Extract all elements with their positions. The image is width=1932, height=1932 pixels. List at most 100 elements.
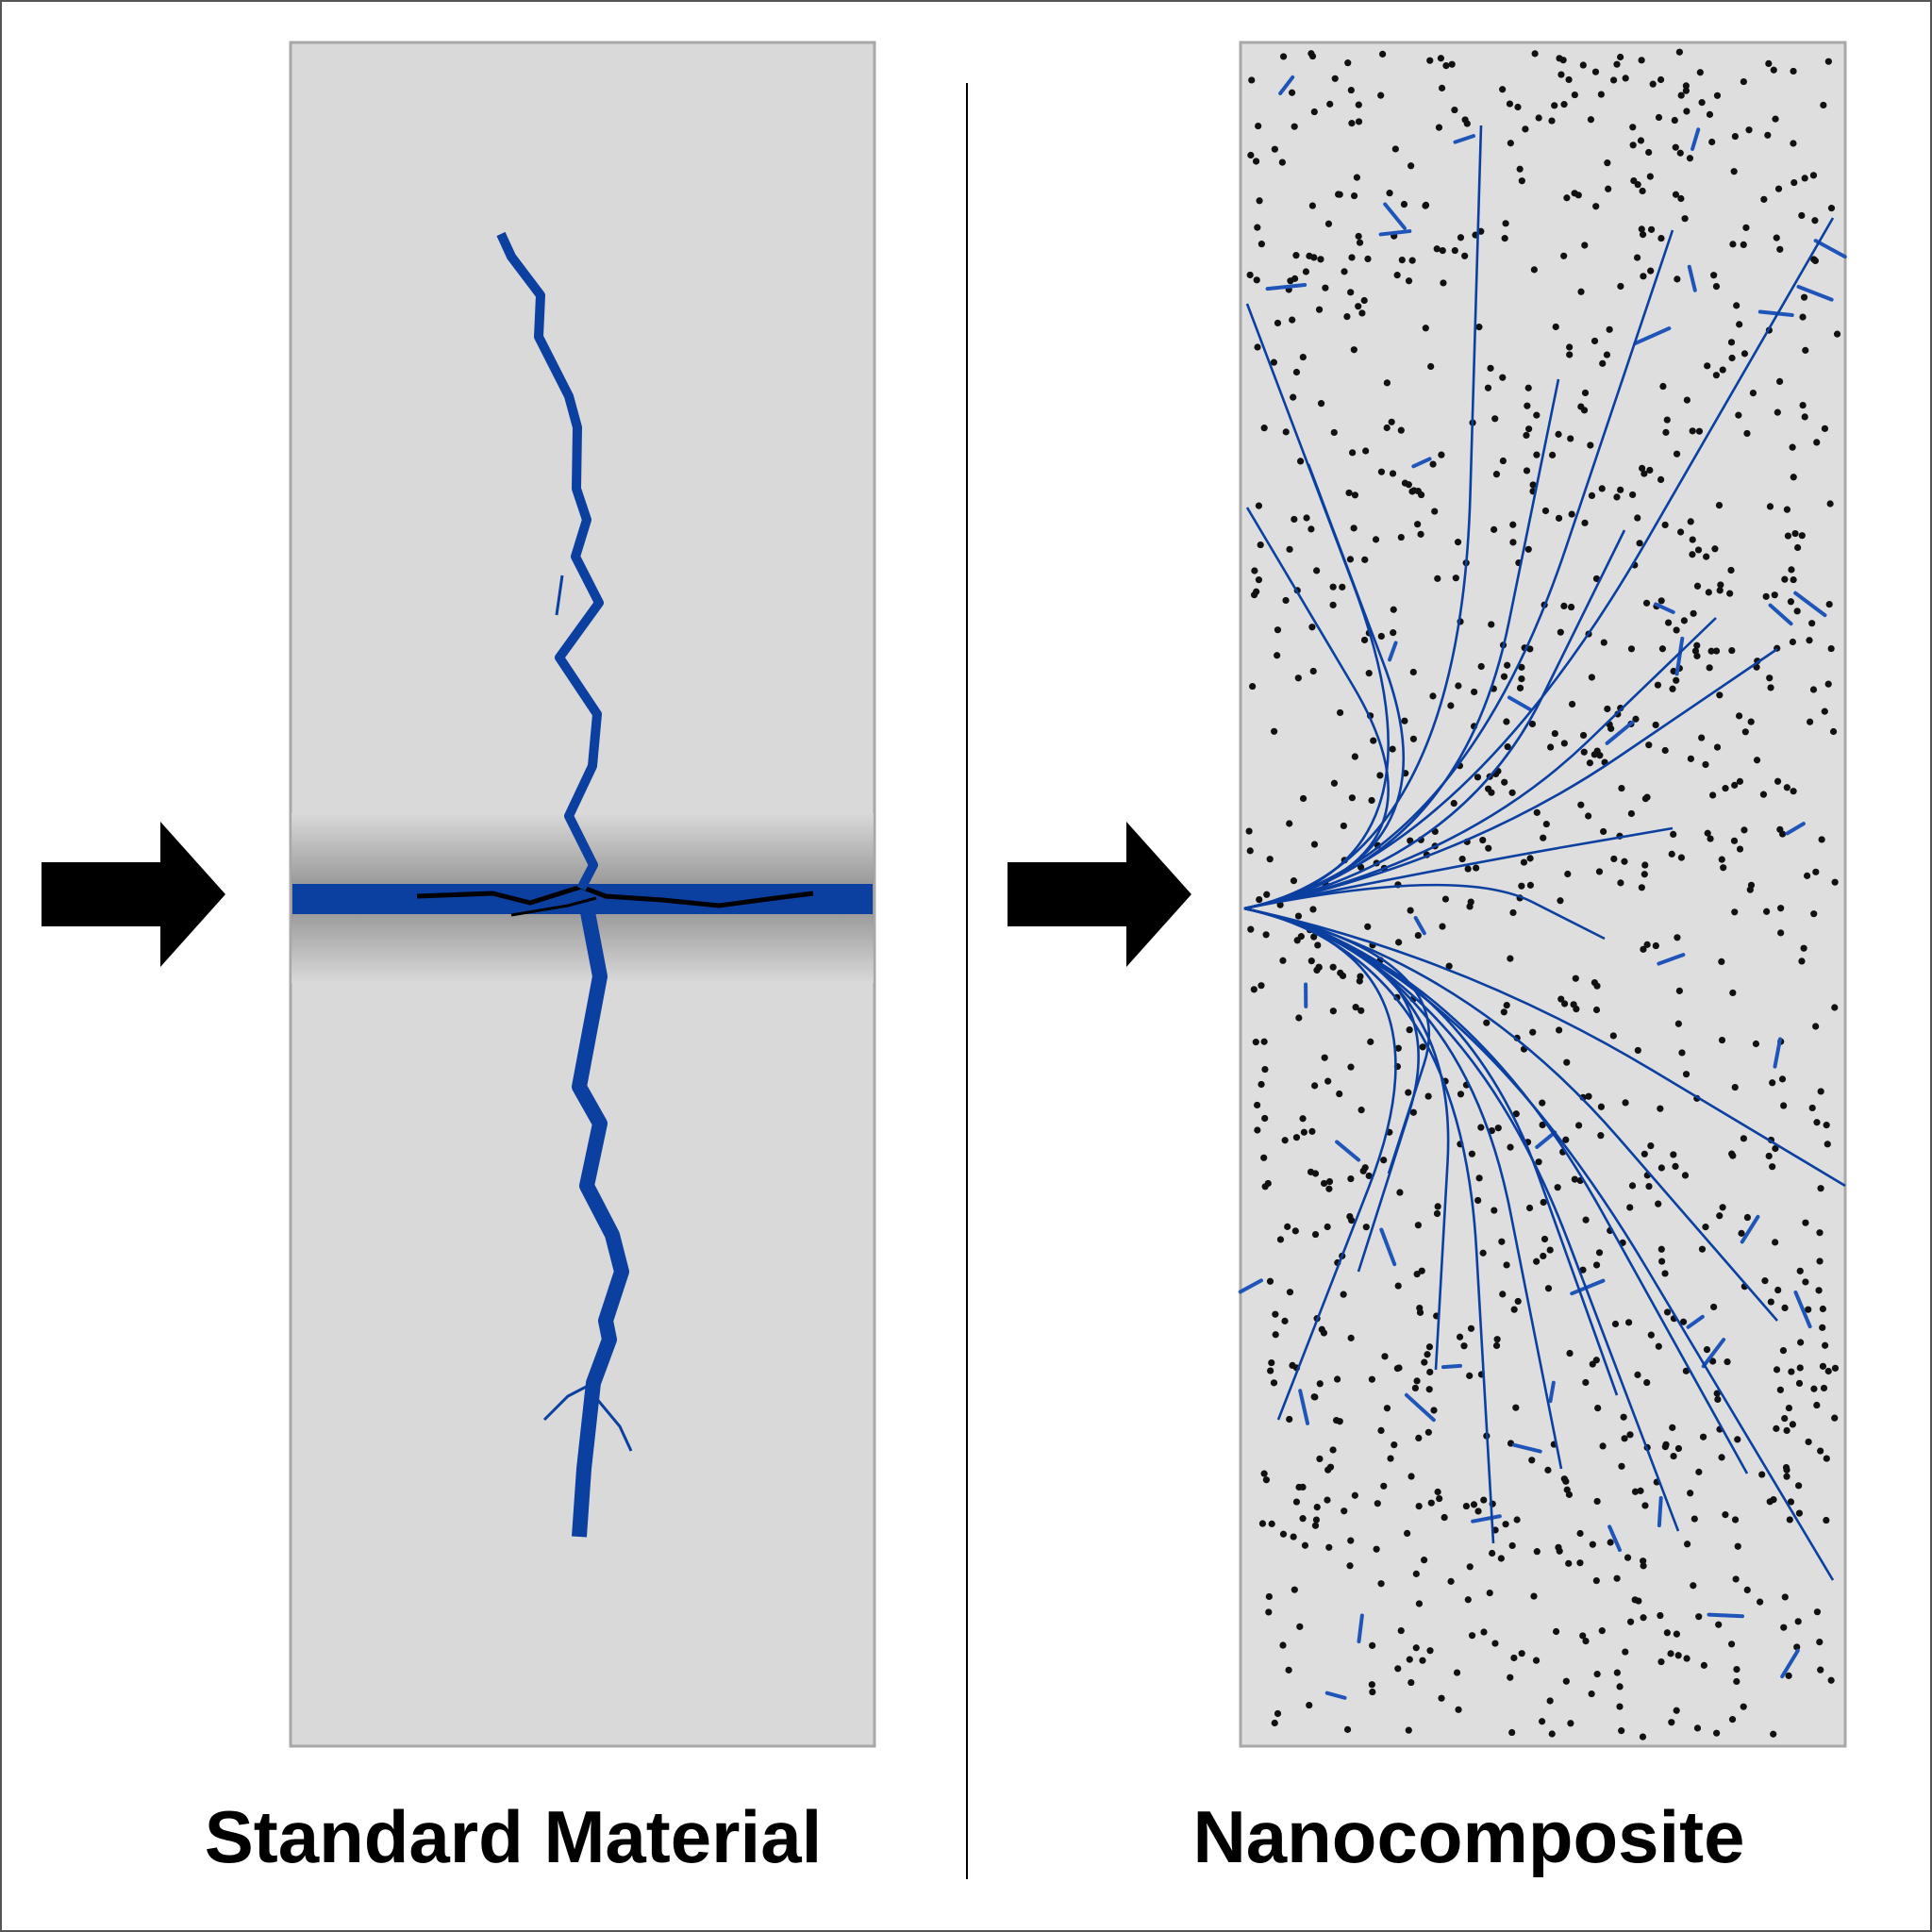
nanoparticle bbox=[1662, 1441, 1670, 1448]
nanoparticle bbox=[1743, 429, 1751, 438]
nanoparticle bbox=[1542, 820, 1550, 828]
nanoparticle bbox=[1787, 598, 1795, 606]
nanoparticle bbox=[1339, 583, 1346, 591]
nanoparticle bbox=[1551, 102, 1558, 109]
nanoparticle bbox=[1731, 132, 1739, 141]
nanoparticle bbox=[1605, 185, 1612, 192]
nanoparticle bbox=[1808, 1104, 1816, 1112]
crack-branch bbox=[1243, 907, 1495, 1544]
nanofiber bbox=[1453, 134, 1475, 144]
nanoparticle bbox=[1812, 1023, 1820, 1030]
nanoparticle bbox=[1311, 1170, 1320, 1177]
nanoparticle bbox=[1512, 1404, 1520, 1411]
nanoparticle bbox=[1377, 632, 1385, 641]
nanoparticle bbox=[1780, 1102, 1788, 1109]
nanoparticle bbox=[1315, 306, 1324, 313]
nanoparticle bbox=[1491, 1640, 1499, 1647]
nanoparticle bbox=[1404, 1529, 1411, 1538]
nanoparticle bbox=[1336, 1418, 1343, 1425]
nanoparticle bbox=[1664, 619, 1673, 626]
nanoparticle bbox=[1593, 982, 1601, 990]
nanoparticle bbox=[1711, 545, 1719, 553]
nanoparticle bbox=[1617, 486, 1624, 493]
nanoparticle bbox=[1468, 1632, 1476, 1640]
nanoparticle bbox=[1621, 858, 1628, 865]
nanoparticle bbox=[1351, 491, 1359, 499]
nanoparticle bbox=[1427, 1499, 1435, 1507]
nanoparticle bbox=[1341, 1507, 1348, 1515]
nanoparticle bbox=[1503, 1261, 1510, 1269]
nanoparticle bbox=[1313, 1503, 1321, 1511]
nanoparticle bbox=[1740, 1703, 1747, 1710]
nanoparticle bbox=[1629, 124, 1637, 131]
nanoparticle bbox=[1303, 514, 1310, 522]
nanoparticle bbox=[1774, 408, 1781, 416]
nanofiber bbox=[1654, 602, 1675, 614]
nanoparticle bbox=[1278, 158, 1286, 166]
nanoparticle bbox=[1641, 871, 1648, 878]
nanoparticle bbox=[1647, 1331, 1655, 1339]
nanoparticle bbox=[1709, 791, 1717, 799]
nanofiber bbox=[1335, 1140, 1361, 1162]
nanofiber bbox=[1757, 309, 1794, 317]
nanoparticle bbox=[1464, 1596, 1472, 1604]
nanofiber bbox=[1441, 1363, 1463, 1370]
nanoparticle bbox=[1609, 76, 1618, 84]
nanoparticle bbox=[1589, 1541, 1596, 1548]
nanoparticle bbox=[1668, 1719, 1675, 1726]
nanoparticle bbox=[1491, 525, 1498, 533]
nanofiber bbox=[1707, 1612, 1745, 1619]
nanoparticle bbox=[1352, 1004, 1359, 1011]
nanoparticle bbox=[1406, 1026, 1413, 1034]
nanoparticle bbox=[1809, 172, 1818, 179]
nanoparticle bbox=[1360, 296, 1368, 305]
nanoparticle bbox=[1258, 1520, 1267, 1527]
nanoparticle bbox=[1485, 844, 1492, 852]
nanoparticle bbox=[1391, 145, 1399, 153]
nanoparticle bbox=[1580, 748, 1588, 756]
nanoparticle bbox=[1764, 131, 1772, 139]
nanoparticle bbox=[1585, 1092, 1592, 1100]
nanoparticle bbox=[1250, 986, 1257, 993]
nanoparticle bbox=[1563, 194, 1571, 202]
nanoparticle bbox=[1257, 982, 1265, 990]
nanoparticle bbox=[1268, 1520, 1275, 1527]
nanoparticle bbox=[1299, 353, 1307, 361]
nanoparticle bbox=[1539, 1121, 1546, 1129]
nanoparticle bbox=[1248, 76, 1256, 84]
vertical-crack-upper bbox=[496, 231, 604, 891]
nanoparticle bbox=[1826, 500, 1834, 508]
nanoparticle bbox=[1765, 1152, 1773, 1160]
nanoparticle bbox=[1776, 825, 1784, 833]
nanoparticle bbox=[1453, 1669, 1461, 1676]
nanoparticle bbox=[1730, 837, 1739, 844]
nanoparticle bbox=[1661, 746, 1669, 755]
nanoparticle bbox=[1531, 50, 1539, 58]
nanoparticle bbox=[1763, 908, 1771, 915]
nanoparticle bbox=[1281, 1137, 1289, 1144]
nanoparticle bbox=[1309, 667, 1317, 675]
nanoparticle bbox=[1509, 908, 1517, 917]
nanoparticle bbox=[1390, 606, 1397, 613]
nanoparticle bbox=[1712, 282, 1721, 291]
nanoparticle bbox=[1307, 958, 1315, 965]
nanoparticle bbox=[1401, 717, 1408, 724]
nanoparticle bbox=[1643, 941, 1651, 948]
nanoparticle bbox=[1551, 729, 1558, 738]
nanoparticle bbox=[1588, 491, 1596, 499]
nanoparticle bbox=[1657, 75, 1665, 84]
nanoparticle bbox=[1593, 1671, 1601, 1678]
nanoparticle bbox=[1407, 907, 1414, 914]
nanoparticle bbox=[1790, 67, 1797, 75]
nanoparticle bbox=[1682, 1071, 1690, 1078]
nanoparticle bbox=[1331, 75, 1339, 82]
nanoparticle bbox=[1729, 241, 1737, 248]
nanoparticle bbox=[1466, 1372, 1474, 1379]
nanoparticle bbox=[1592, 1006, 1601, 1014]
nanoparticle bbox=[1424, 1092, 1432, 1100]
nanoparticle bbox=[1516, 684, 1524, 691]
nanoparticle bbox=[1568, 510, 1575, 518]
nanoparticle bbox=[1330, 428, 1338, 437]
nanoparticle bbox=[1260, 1038, 1268, 1045]
nanoparticle bbox=[1246, 847, 1254, 855]
